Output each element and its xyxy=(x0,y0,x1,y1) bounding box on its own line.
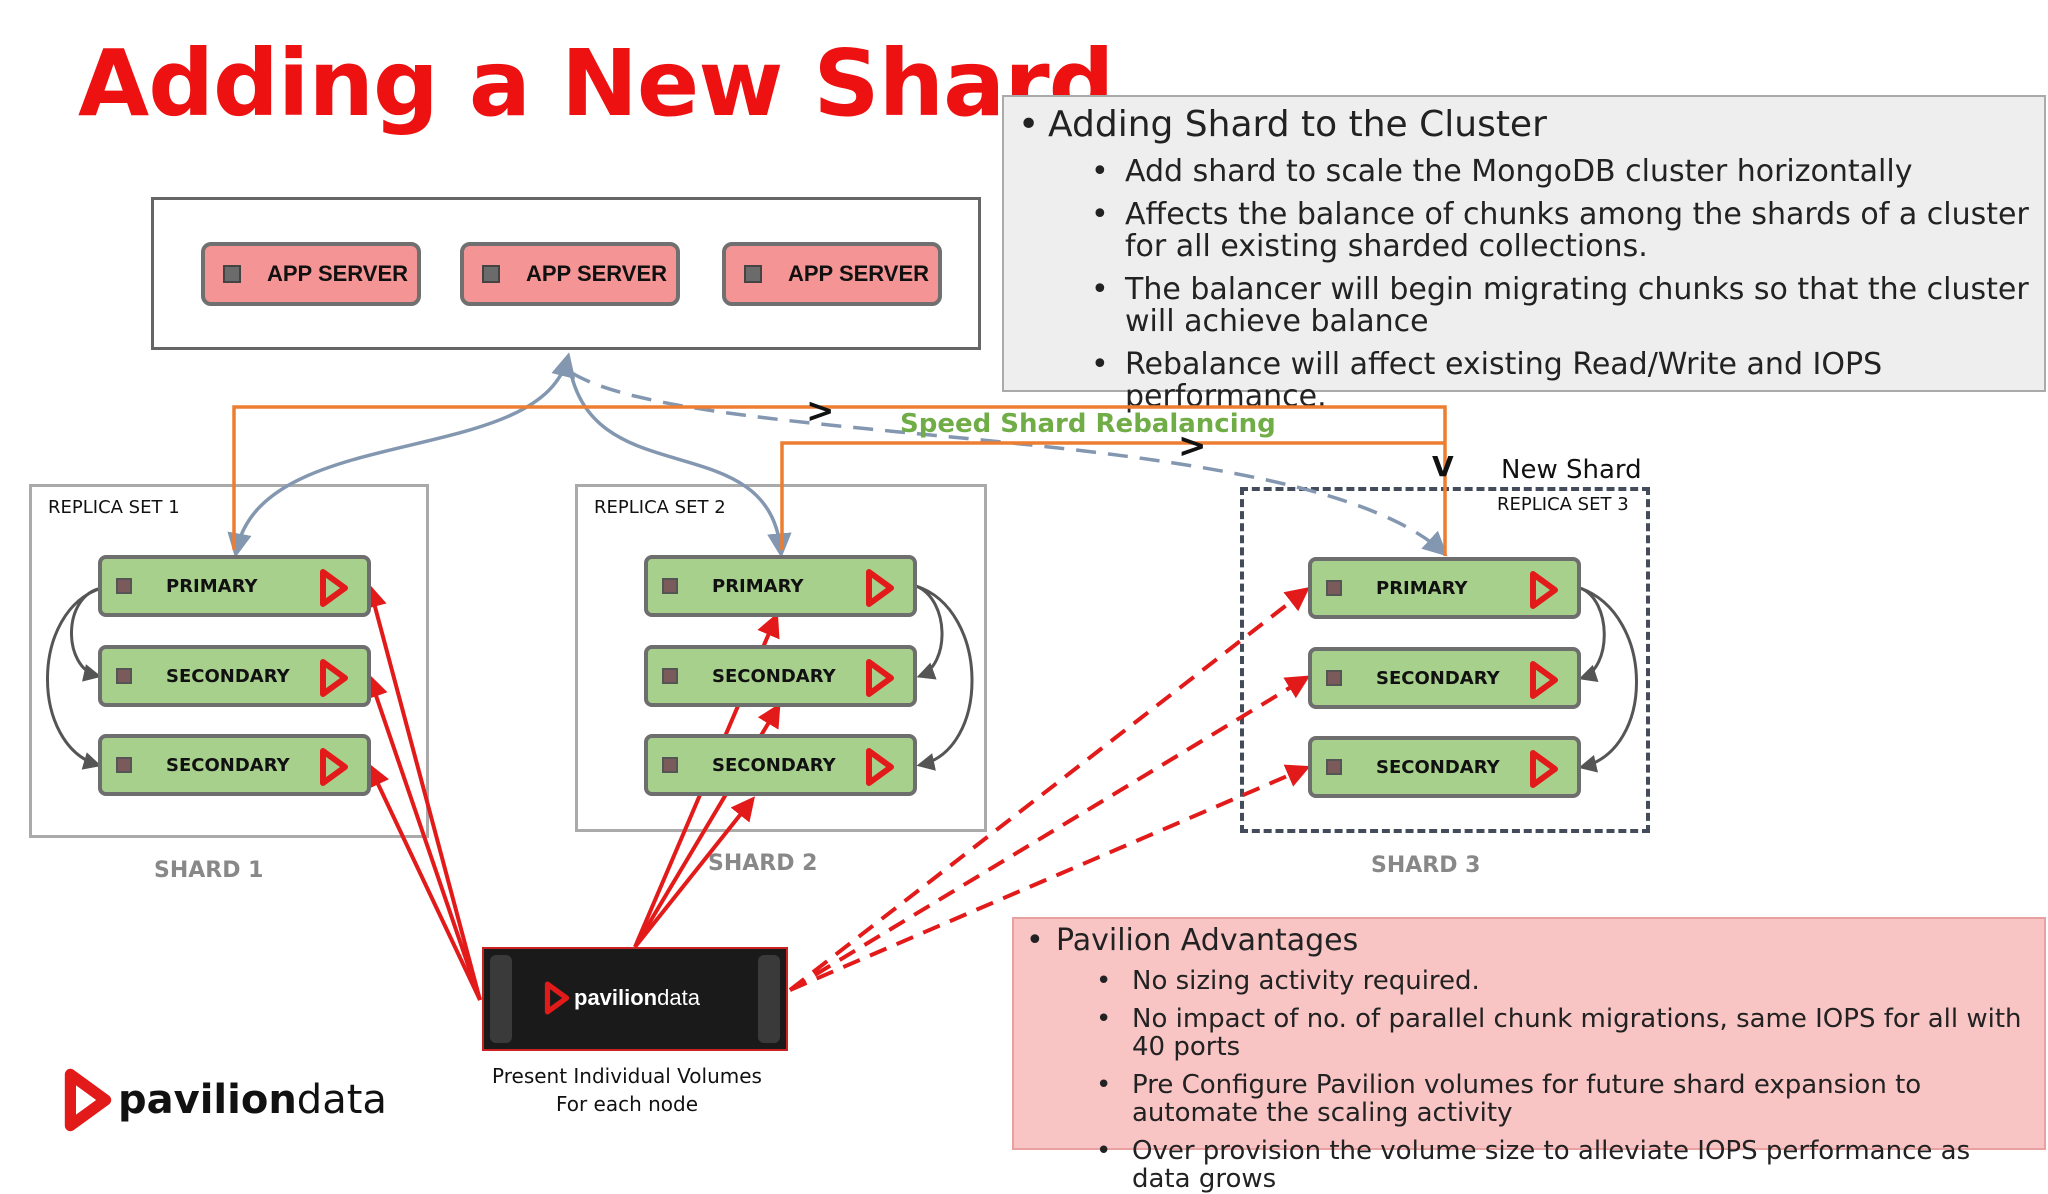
page-title: Adding a New Shard xyxy=(78,30,1114,137)
app-server-node: APP SERVER xyxy=(722,242,942,306)
node-icon xyxy=(116,668,132,684)
rebalance-arrow-glyph: > xyxy=(806,391,835,431)
app-server-node: APP SERVER xyxy=(460,242,680,306)
replica-set-label: REPLICA SET 2 xyxy=(594,497,726,518)
server-icon xyxy=(744,265,762,283)
pavilion-logo-icon xyxy=(544,981,570,1015)
app-server-label: APP SERVER xyxy=(788,261,930,286)
node-label: PRIMARY xyxy=(712,575,804,597)
app-server-label: APP SERVER xyxy=(267,261,409,286)
node-icon xyxy=(662,668,678,684)
device-brand-bold: pavilion xyxy=(574,985,658,1010)
shard2-primary-node: PRIMARY xyxy=(644,555,917,617)
speed-rebalancing-label: Speed Shard Rebalancing xyxy=(900,409,1276,439)
node-icon xyxy=(662,757,678,773)
pavilion-logo-icon xyxy=(64,1068,112,1132)
cluster-info-item: Add shard to scale the MongoDB cluster h… xyxy=(1091,156,2034,189)
app-server-group xyxy=(151,197,981,350)
shard1-secondary-node: SECONDARY xyxy=(98,645,371,707)
shard-label: SHARD 2 xyxy=(708,851,818,876)
device-handle xyxy=(490,955,512,1043)
pavilion-play-icon xyxy=(1530,661,1558,699)
advantages-item: Pre Configure Pavilion volumes for futur… xyxy=(1096,1071,2034,1127)
app-link-shard2 xyxy=(566,356,792,558)
advantages-item: Over provision the volume size to allevi… xyxy=(1096,1137,2034,1193)
replica-set-label: REPLICA SET 1 xyxy=(48,497,180,518)
pavilion-play-icon xyxy=(1530,750,1558,788)
pavilion-play-icon xyxy=(866,659,894,697)
shard3-primary-node: PRIMARY xyxy=(1308,557,1581,619)
cluster-info-list: Add shard to scale the MongoDB cluster h… xyxy=(1091,156,2034,413)
node-icon xyxy=(116,578,132,594)
node-icon xyxy=(1326,670,1342,686)
shard-label: SHARD 1 xyxy=(154,858,264,883)
replica-set-label: REPLICA SET 3 xyxy=(1497,494,1629,515)
node-label: SECONDARY xyxy=(1376,756,1500,778)
shard2-secondary-node: SECONDARY xyxy=(644,645,917,707)
server-icon xyxy=(223,265,241,283)
node-icon xyxy=(1326,580,1342,596)
app-server-node: APP SERVER xyxy=(201,242,421,306)
new-shard-label: New Shard xyxy=(1501,455,1642,485)
shard3-secondary-node: SECONDARY xyxy=(1308,736,1581,798)
pavilion-play-icon xyxy=(866,748,894,786)
pavilion-play-icon xyxy=(1530,571,1558,609)
rebalance-line-shard1 xyxy=(232,405,1447,556)
advantages-list: No sizing activity required. No impact o… xyxy=(1096,967,2034,1193)
node-label: SECONDARY xyxy=(712,754,836,776)
server-icon xyxy=(482,265,500,283)
shard1-primary-node: PRIMARY xyxy=(98,555,371,617)
node-label: SECONDARY xyxy=(166,754,290,776)
device-caption-line: Present Individual Volumes xyxy=(492,1064,762,1088)
cluster-info-heading: Adding Shard to the Cluster xyxy=(1018,101,2034,149)
node-icon xyxy=(116,757,132,773)
advantages-info-box: Pavilion Advantages No sizing activity r… xyxy=(1012,917,2046,1193)
pavilion-play-icon xyxy=(320,659,348,697)
advantages-heading: Pavilion Advantages xyxy=(1026,919,2034,963)
node-label: SECONDARY xyxy=(166,665,290,687)
pavilion-play-icon xyxy=(320,748,348,786)
node-label: SECONDARY xyxy=(712,665,836,687)
rebalance-arrow-glyph: > xyxy=(1178,426,1207,466)
rebalance-line-shard2 xyxy=(780,441,1445,550)
cluster-info-item: The balancer will begin migrating chunks… xyxy=(1091,274,2034,338)
node-label: PRIMARY xyxy=(1376,577,1468,599)
rebalance-arrow-glyph: V xyxy=(1432,450,1454,483)
shard2-secondary-node: SECONDARY xyxy=(644,734,917,796)
connector-layer: > > V xyxy=(46,352,1638,1001)
shard3-secondary-node: SECONDARY xyxy=(1308,647,1581,709)
logo-text-bold: pavilion xyxy=(118,1077,297,1123)
app-link-shard1 xyxy=(227,352,576,558)
device-handle xyxy=(758,955,780,1043)
device-brand-light: data xyxy=(657,985,700,1010)
device-caption-line: For each node xyxy=(555,1092,699,1116)
shard1-secondary-node: SECONDARY xyxy=(98,734,371,796)
shard-label: SHARD 3 xyxy=(1371,853,1481,878)
advantages-item: No impact of no. of parallel chunk migra… xyxy=(1096,1005,2034,1061)
app-link-shard3 xyxy=(571,371,1448,557)
node-label: PRIMARY xyxy=(166,575,258,597)
cluster-info-item: Rebalance will affect existing Read/Writ… xyxy=(1091,349,2034,413)
app-server-label: APP SERVER xyxy=(526,261,668,286)
logo-text-light: data xyxy=(296,1077,387,1123)
cluster-info-box: Adding Shard to the Cluster Add shard to… xyxy=(1002,95,2046,413)
cluster-info-item: Affects the balance of chunks among the … xyxy=(1091,199,2034,263)
node-label: SECONDARY xyxy=(1376,667,1500,689)
pavilion-play-icon xyxy=(320,569,348,607)
pavilion-play-icon xyxy=(866,569,894,607)
device-caption: Present Individual Volumes For each node xyxy=(470,1062,784,1118)
advantages-item: No sizing activity required. xyxy=(1096,967,2034,995)
node-icon xyxy=(1326,759,1342,775)
node-icon xyxy=(662,578,678,594)
